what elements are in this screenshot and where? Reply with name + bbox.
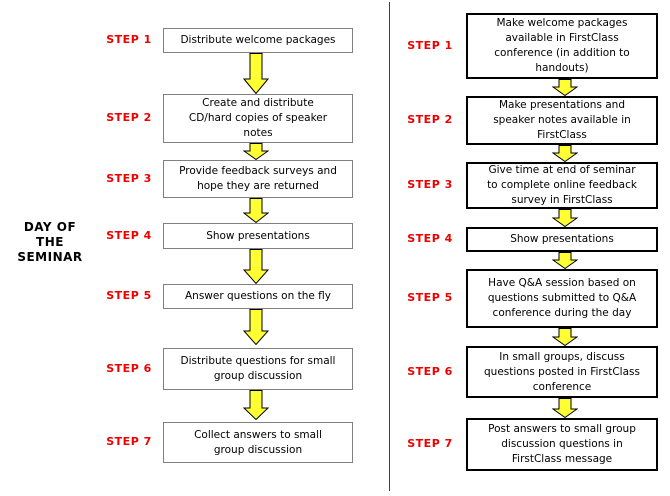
right-step-4-label: STEP 4 <box>407 232 453 245</box>
left-step-5-label: STEP 5 <box>106 289 152 302</box>
left-step-6-box: Distribute questions for small group dis… <box>163 348 353 390</box>
left-step-2-box: Create and distribute CD/hard copies of … <box>163 94 353 143</box>
right-step-3-box: Give time at end of seminar to complete … <box>466 162 658 209</box>
left-step-4-box: Show presentations <box>163 223 353 249</box>
down-arrow-icon <box>552 79 578 96</box>
right-step-3-label: STEP 3 <box>407 178 453 191</box>
right-step-4-box: Show presentations <box>466 227 658 252</box>
down-arrow-icon <box>243 198 269 223</box>
down-arrow-icon <box>552 252 578 269</box>
down-arrow-icon <box>552 209 578 227</box>
down-arrow-icon <box>243 309 269 345</box>
right-step-5-box: Have Q&A session based on questions subm… <box>466 269 658 328</box>
down-arrow-icon <box>552 398 578 418</box>
down-arrow-icon <box>243 390 269 420</box>
day-of-seminar-label: DAY OF THE SEMINAR <box>17 220 83 264</box>
right-step-5-label: STEP 5 <box>407 291 453 304</box>
left-step-1-box: Distribute welcome packages <box>163 28 353 53</box>
left-step-2-label: STEP 2 <box>106 111 152 124</box>
right-step-1-box: Make welcome packages available in First… <box>466 13 658 79</box>
right-step-6-label: STEP 6 <box>407 365 453 378</box>
down-arrow-icon <box>243 53 269 94</box>
right-step-2-label: STEP 2 <box>407 113 453 126</box>
left-step-7-box: Collect answers to small group discussio… <box>163 422 353 463</box>
right-step-7-label: STEP 7 <box>407 437 453 450</box>
left-step-5-box: Answer questions on the fly <box>163 284 353 309</box>
left-step-6-label: STEP 6 <box>106 362 152 375</box>
down-arrow-icon <box>243 143 269 160</box>
down-arrow-icon <box>552 145 578 162</box>
right-step-6-box: In small groups, discuss questions poste… <box>466 346 658 398</box>
right-step-1-label: STEP 1 <box>407 39 453 52</box>
down-arrow-icon <box>243 249 269 284</box>
down-arrow-icon <box>552 328 578 346</box>
column-divider-line <box>389 2 390 491</box>
left-step-1-label: STEP 1 <box>106 33 152 46</box>
right-step-2-box: Make presentations and speaker notes ava… <box>466 96 658 145</box>
left-step-4-label: STEP 4 <box>106 229 152 242</box>
right-step-7-box: Post answers to small group discussion q… <box>466 418 658 471</box>
left-step-3-box: Provide feedback surveys and hope they a… <box>163 160 353 198</box>
left-step-3-label: STEP 3 <box>106 172 152 185</box>
left-step-7-label: STEP 7 <box>106 435 152 448</box>
